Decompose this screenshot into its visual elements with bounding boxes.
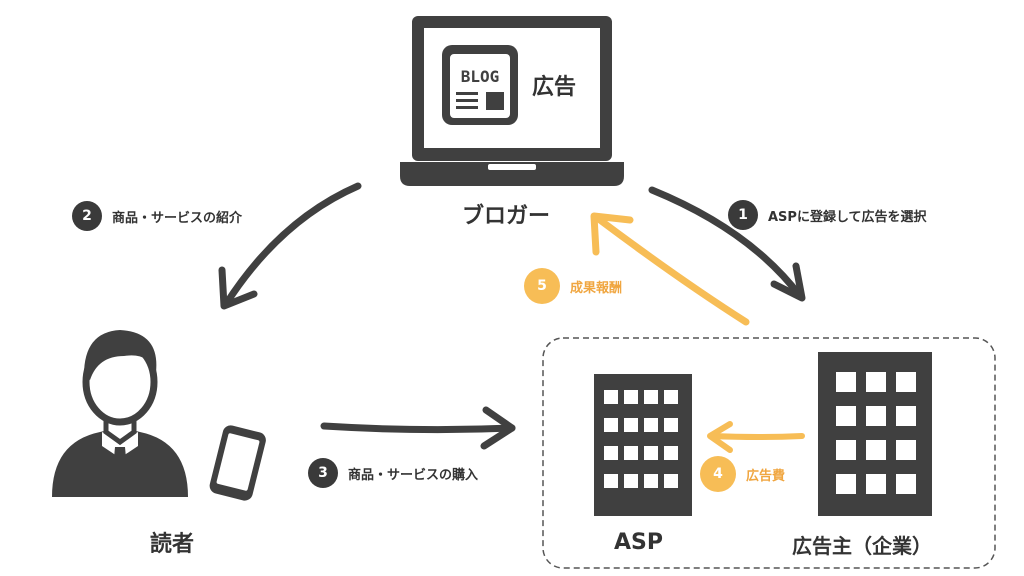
- step-label: 商品・サービスの紹介: [112, 210, 243, 226]
- step-4: 4 広告費: [700, 456, 785, 492]
- step-label: ASPに登録して広告を選択: [768, 209, 927, 225]
- node-asp: ASP: [614, 530, 663, 555]
- asp-advertiser-frame: [542, 337, 996, 569]
- step-label: 成果報酬: [570, 280, 623, 296]
- step-number-badge: 1: [728, 200, 758, 230]
- arrow-step-3: [320, 422, 516, 434]
- step-label: 広告費: [746, 468, 786, 484]
- step-number-badge: 2: [72, 201, 102, 231]
- step-number-badge: 5: [524, 268, 560, 304]
- blog-logo-text: BLOG: [461, 67, 500, 86]
- arrow-step-4: [709, 433, 805, 440]
- arrow-step-5-head: [590, 212, 634, 256]
- building-icon: [594, 374, 692, 516]
- person-icon: [52, 330, 188, 497]
- arrow-step-4-head: [707, 421, 733, 453]
- step-1: 1 ASPに登録して広告を選択: [728, 200, 927, 230]
- arrow-step-1: [648, 186, 804, 300]
- step-2: 2 商品・サービスの紹介: [72, 201, 242, 231]
- blog-icon: BLOG: [442, 45, 518, 125]
- step-3: 3 商品・サービスの購入: [308, 458, 478, 488]
- step-5: 5 成果報酬: [524, 268, 622, 304]
- arrow-step-1-head: [770, 262, 806, 302]
- building-icon: [818, 352, 932, 516]
- arrow-step-3-head: [480, 406, 516, 450]
- node-advertiser: 広告主（企業）: [792, 534, 932, 558]
- arrow-step-2-head: [218, 266, 258, 310]
- step-label: 商品・サービスの購入: [348, 467, 479, 483]
- step-number-badge: 4: [700, 456, 736, 492]
- node-blogger: ブロガー: [462, 204, 551, 229]
- arrow-step-5: [596, 216, 750, 326]
- screen-ad-text: 広告: [532, 74, 576, 100]
- node-reader: 読者: [150, 532, 195, 557]
- smartphone-icon: [209, 425, 266, 501]
- step-number-badge: 3: [308, 458, 338, 488]
- arrow-step-2: [222, 182, 362, 308]
